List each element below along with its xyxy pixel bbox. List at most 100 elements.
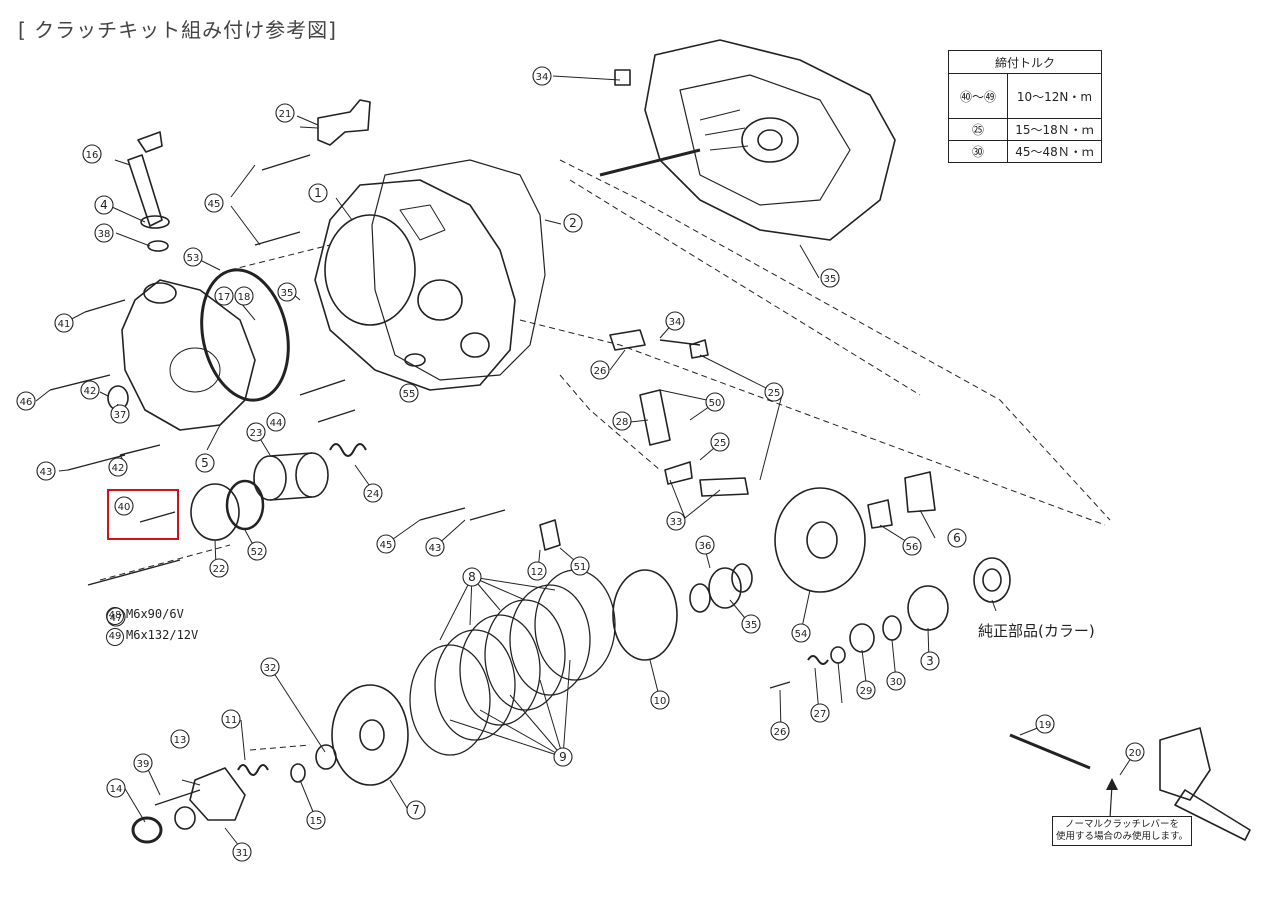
callout-number: 16 [86,150,99,161]
callout-28: 28 [612,411,632,431]
callout-number: 27 [814,709,827,720]
callout-25: 25 [710,432,730,452]
callout-circle [277,282,297,302]
callout-number: 33 [670,517,683,528]
callout-circle [221,709,241,729]
callout-circle [114,496,134,516]
callout-number: 7 [412,803,420,817]
callout-17: 17 [214,286,234,306]
callout-circle [710,432,730,452]
callout-5: 5 [195,453,215,473]
callout-30: 30 [886,671,906,691]
callout-44: 44 [266,412,286,432]
callout-25: 25 [764,382,784,402]
callout-circle [666,511,686,531]
callout-number: 4 [100,198,108,212]
callout-circle [376,534,396,554]
callout-number: 54 [795,629,808,640]
callout-21: 21 [275,103,295,123]
callout-35: 35 [741,614,761,634]
callout-number: 12 [531,567,544,578]
callout-number: 22 [213,564,226,575]
tube-16 [127,154,163,227]
crankcase-cover-illustration [314,179,516,391]
bolts [49,154,791,806]
callout-circle [266,412,286,432]
callout-circle [902,536,922,556]
callout-circle [82,144,102,164]
spec-text: M6x132/12V [126,628,199,642]
spec-text: M6x90/6V [126,607,184,621]
callout-43: 43 [425,537,445,557]
callout-4: 4 [94,195,114,215]
callout-54: 54 [791,623,811,643]
callout-circle [247,541,267,561]
callout-number: 20 [1129,748,1142,759]
callout-56: 56 [902,536,922,556]
clutch-basket-illustration [774,487,866,593]
callout-number: 5 [201,456,209,470]
callout-number: 2 [569,216,577,230]
callout-circle [260,657,280,677]
callout-number: 39 [137,759,150,770]
callout-number: 42 [112,463,125,474]
callout-number: 26 [774,727,787,738]
callout-50: 50 [705,392,725,412]
callout-number: 32 [264,663,277,674]
callout-number: 3 [926,654,934,668]
callout-circle [886,671,906,691]
callout-circle [54,313,74,333]
callout-16: 16 [82,144,102,164]
callout-circle [612,411,632,431]
callout-number: 21 [279,109,292,120]
callout-36: 36 [695,535,715,555]
callout-27: 27 [810,703,830,723]
callout-13: 13 [170,729,190,749]
engine-block-illustration [599,39,896,241]
callout-number: 18 [238,292,251,303]
callout-7: 7 [406,800,426,820]
callout-number: 45 [380,540,393,551]
callout-46: 46 [16,391,36,411]
callout-circle [532,66,552,86]
page-title: [ クラッチキット組み付け参考図] [18,18,337,42]
clutch-plates-illustration [409,569,616,756]
callout-52: 52 [247,541,267,561]
spec-number: 49 [106,628,124,646]
callout-circle [570,556,590,576]
highlight-part-41 [107,489,179,540]
callout-number: 29 [860,686,873,697]
callout-number: 42 [84,386,97,397]
callout-26: 26 [590,360,610,380]
callout-circle [106,778,126,798]
callout-number: 46 [20,397,33,408]
torque-value: 45〜48Ｎ・ｍ [1007,140,1102,163]
callout-circle [695,535,715,555]
callout-3: 3 [920,651,940,671]
callout-circle [791,623,811,643]
callout-15: 15 [306,810,326,830]
torque-key: ㉚ [948,140,1008,163]
callout-circle [650,690,670,710]
callout-circle [856,680,876,700]
callout-circle [80,380,100,400]
callout-number: 34 [669,317,682,328]
callout-circle [246,422,266,442]
spec-number: 48 [106,607,124,625]
callout-38: 38 [94,223,114,243]
clutch-cover-illustration [121,279,256,431]
callout-number: 43 [40,467,53,478]
callout-34: 34 [665,311,685,331]
callout-41: 41 [54,313,74,333]
callout-circle [36,461,56,481]
callout-number: 37 [114,410,127,421]
callout-circle [275,103,295,123]
callout-32: 32 [260,657,280,677]
callout-number: 28 [616,417,629,428]
callout-number: 45 [208,199,221,210]
torque-value: 15〜18Ｎ・ｍ [1007,118,1102,141]
